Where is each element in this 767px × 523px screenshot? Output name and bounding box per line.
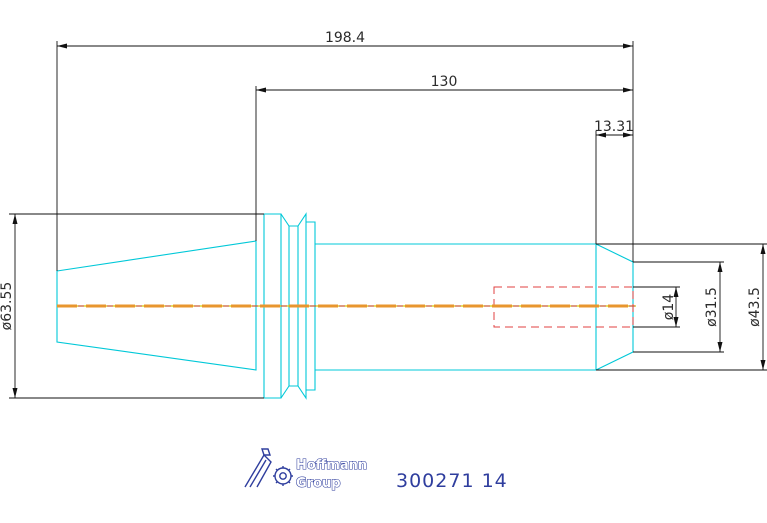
part-number: 300271 14 [396, 470, 508, 492]
logo-text-line1: Hoffmann [296, 458, 367, 473]
dim-text-bore-diameter: ø14 [661, 294, 677, 320]
dim-text-body-diameter: ø43.5 [747, 287, 763, 327]
dimension-lines [9, 41, 767, 399]
logo-text-line2: Group [296, 476, 341, 491]
dim-text-flange-diameter: ø63.55 [0, 282, 15, 331]
logo-mark-icon [244, 448, 293, 488]
dim-text-tip-diameter: ø31.5 [704, 287, 720, 327]
hoffmann-logo: Hoffmann Group [244, 448, 368, 492]
taper-outline [56, 240, 257, 371]
dim-text-chamfer-length: 13.31 [594, 119, 634, 135]
dim-text-shank-length: 130 [431, 74, 458, 90]
dim-text-overall-length: 198.4 [325, 30, 365, 46]
arrowheads [12, 43, 766, 398]
